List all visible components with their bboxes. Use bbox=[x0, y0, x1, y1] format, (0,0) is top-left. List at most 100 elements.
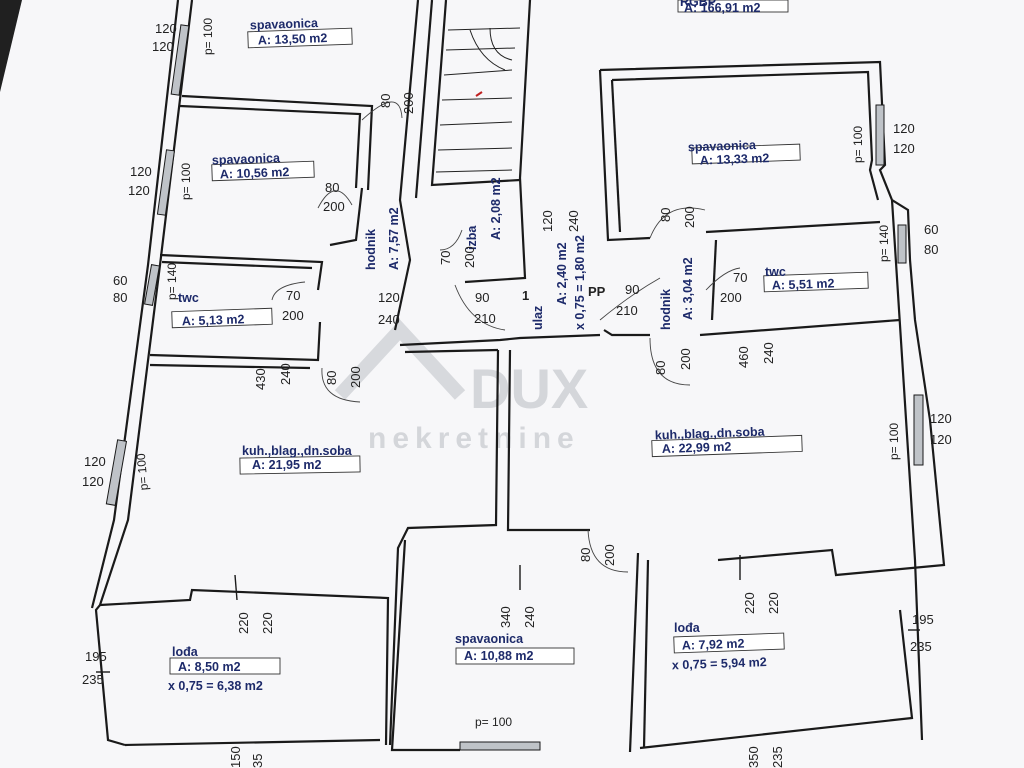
label-one: 1 bbox=[522, 288, 529, 303]
room-area-entrance: A: 2,40 m2 bbox=[555, 242, 569, 305]
door-arc-storage bbox=[439, 229, 463, 251]
dim-ml-p100: p= 100 bbox=[134, 453, 151, 491]
dim-rw-80: 80 bbox=[924, 242, 938, 257]
dim-d80-lr: 80 bbox=[324, 371, 339, 385]
room-name-hall-right: hodnik bbox=[659, 289, 673, 330]
room-area-loggia-right: A: 7,92 m2 bbox=[682, 636, 745, 652]
dim-l-120b: 120 bbox=[128, 183, 150, 198]
room-area-bedroom-right: A: 13,33 m2 bbox=[700, 151, 770, 167]
dim-d200-wc: 200 bbox=[282, 308, 304, 323]
dim-rm-120a: 120 bbox=[930, 411, 952, 426]
dim-d200-lr: 200 bbox=[348, 366, 363, 388]
watermark-brand: DUX bbox=[470, 357, 588, 420]
room-area-hall-left: A: 7,57 m2 bbox=[387, 207, 401, 270]
dim-bc-200: 200 bbox=[602, 544, 617, 566]
window-top-left bbox=[170, 24, 190, 96]
dim-ml-120b: 120 bbox=[82, 474, 104, 489]
room-area2-entrance: x 0,75 = 1,80 m2 bbox=[573, 235, 587, 330]
doors bbox=[271, 101, 741, 573]
door-arc-wc bbox=[271, 281, 306, 301]
dim-e-120: 120 bbox=[540, 210, 555, 232]
room-area-rgbp: A: 166,91 m2 bbox=[684, 1, 760, 15]
dim-tl-120b: 120 bbox=[152, 39, 174, 54]
dim-bl-195: 195 bbox=[85, 649, 107, 664]
room-area-bedroom-left: A: 10,56 m2 bbox=[220, 165, 290, 181]
dim-w80: 80 bbox=[113, 290, 127, 305]
dim-tl-p100: p= 100 bbox=[201, 18, 215, 55]
room-name-bedroom-right: spavaonica bbox=[688, 138, 758, 154]
watermark: DUX nekretnine bbox=[334, 319, 588, 455]
dim-bb-150: 150 bbox=[228, 746, 243, 768]
area-box-living-right bbox=[651, 434, 803, 458]
room-name-top-left-bedroom: spavaonica bbox=[250, 16, 320, 32]
dim-r-240: 240 bbox=[761, 342, 776, 364]
dim-r-460: 460 bbox=[736, 346, 751, 368]
room-name-loggia-right: lođa bbox=[674, 621, 701, 635]
room-name-hall-left: hodnik bbox=[364, 229, 378, 270]
dim-bl-220a: 220 bbox=[236, 612, 251, 634]
area-box-living-left bbox=[239, 455, 361, 475]
dim-bc-340: 340 bbox=[498, 606, 513, 628]
dim-rt-p100: p= 100 bbox=[851, 126, 865, 163]
room-name-bedroom-left: spavaonica bbox=[212, 151, 282, 167]
dim-w60: 60 bbox=[113, 273, 127, 288]
room-name-living-right: kuh.,blag.,dn.soba bbox=[655, 425, 766, 443]
window-living-right bbox=[913, 394, 924, 466]
dim-bc-240: 240 bbox=[522, 606, 537, 628]
room-area-wc-right: A: 5,51 m2 bbox=[772, 276, 835, 292]
dim-d80-top: 80 bbox=[378, 94, 393, 108]
dim-d240-l: 240 bbox=[278, 363, 293, 385]
area-box-loggia-right bbox=[673, 632, 785, 654]
dim-d70-wc: 70 bbox=[286, 288, 300, 303]
door-arc-living-right bbox=[649, 337, 691, 386]
door-arc-bedroom-right bbox=[649, 207, 706, 239]
stair-arrow bbox=[475, 91, 483, 97]
area-box-wc-left bbox=[171, 307, 273, 329]
area-box-top-left bbox=[247, 27, 353, 49]
room-name-wc-right: twc bbox=[765, 265, 786, 279]
door-arc-wc-right bbox=[705, 267, 741, 291]
dim-ml-120a: 120 bbox=[84, 454, 106, 469]
area-box-wc-right bbox=[763, 271, 869, 293]
dim-br-235: 235 bbox=[910, 639, 932, 654]
dim-e-240: 240 bbox=[566, 210, 581, 232]
dim-rt-120a: 120 bbox=[893, 121, 915, 136]
dim-st-200: 200 bbox=[462, 246, 477, 268]
dim-b-p100: p= 100 bbox=[475, 715, 512, 729]
dim-c240: 240 bbox=[378, 312, 400, 327]
room-area-storage: A: 2,08 m2 bbox=[489, 177, 503, 240]
door-arc-bottom-bedroom bbox=[587, 529, 629, 573]
walls bbox=[90, 0, 946, 753]
dim-d200-bl: 200 bbox=[323, 199, 345, 214]
room-area-top-left-bedroom: A: 13,50 m2 bbox=[258, 31, 328, 47]
area-box-bedroom-left bbox=[211, 160, 315, 182]
window-bottom-bedroom bbox=[459, 741, 541, 751]
dim-l-p100: p= 100 bbox=[179, 163, 193, 200]
dim-e-210b: 210 bbox=[616, 303, 638, 318]
watermark-subtitle: nekretnine bbox=[368, 422, 580, 455]
room-area2-loggia-left: x 0,75 = 6,38 m2 bbox=[168, 679, 263, 693]
dim-r-80b: 80 bbox=[653, 361, 668, 375]
room-name-storage: izba bbox=[465, 225, 479, 250]
dim-d80-bl: 80 bbox=[325, 180, 339, 195]
door-arc-bedroom bbox=[317, 190, 353, 209]
window-living-left bbox=[105, 439, 128, 506]
dim-rt-120b: 120 bbox=[893, 141, 915, 156]
dim-e-210: 210 bbox=[474, 311, 496, 326]
dim-e-90: 90 bbox=[475, 290, 489, 305]
room-area-loggia-left: A: 8,50 m2 bbox=[178, 660, 241, 674]
dim-br-220a: 220 bbox=[742, 592, 757, 614]
dim-l-120a: 120 bbox=[130, 164, 152, 179]
room-area-living-right: A: 22,99 m2 bbox=[662, 440, 732, 456]
dim-rw-60: 60 bbox=[924, 222, 938, 237]
area-box-bedroom-right bbox=[691, 143, 801, 165]
dim-r-200: 200 bbox=[682, 206, 697, 228]
door-arc-entrance-left bbox=[454, 284, 506, 331]
dim-bb-35: 35 bbox=[250, 754, 265, 768]
paper-shadow bbox=[0, 0, 22, 92]
window-wc-left bbox=[144, 264, 160, 306]
room-area-living-left: A: 21,95 m2 bbox=[252, 458, 322, 472]
area-box-rgbp bbox=[677, 0, 789, 13]
dim-w-p140: p= 140 bbox=[165, 263, 179, 300]
